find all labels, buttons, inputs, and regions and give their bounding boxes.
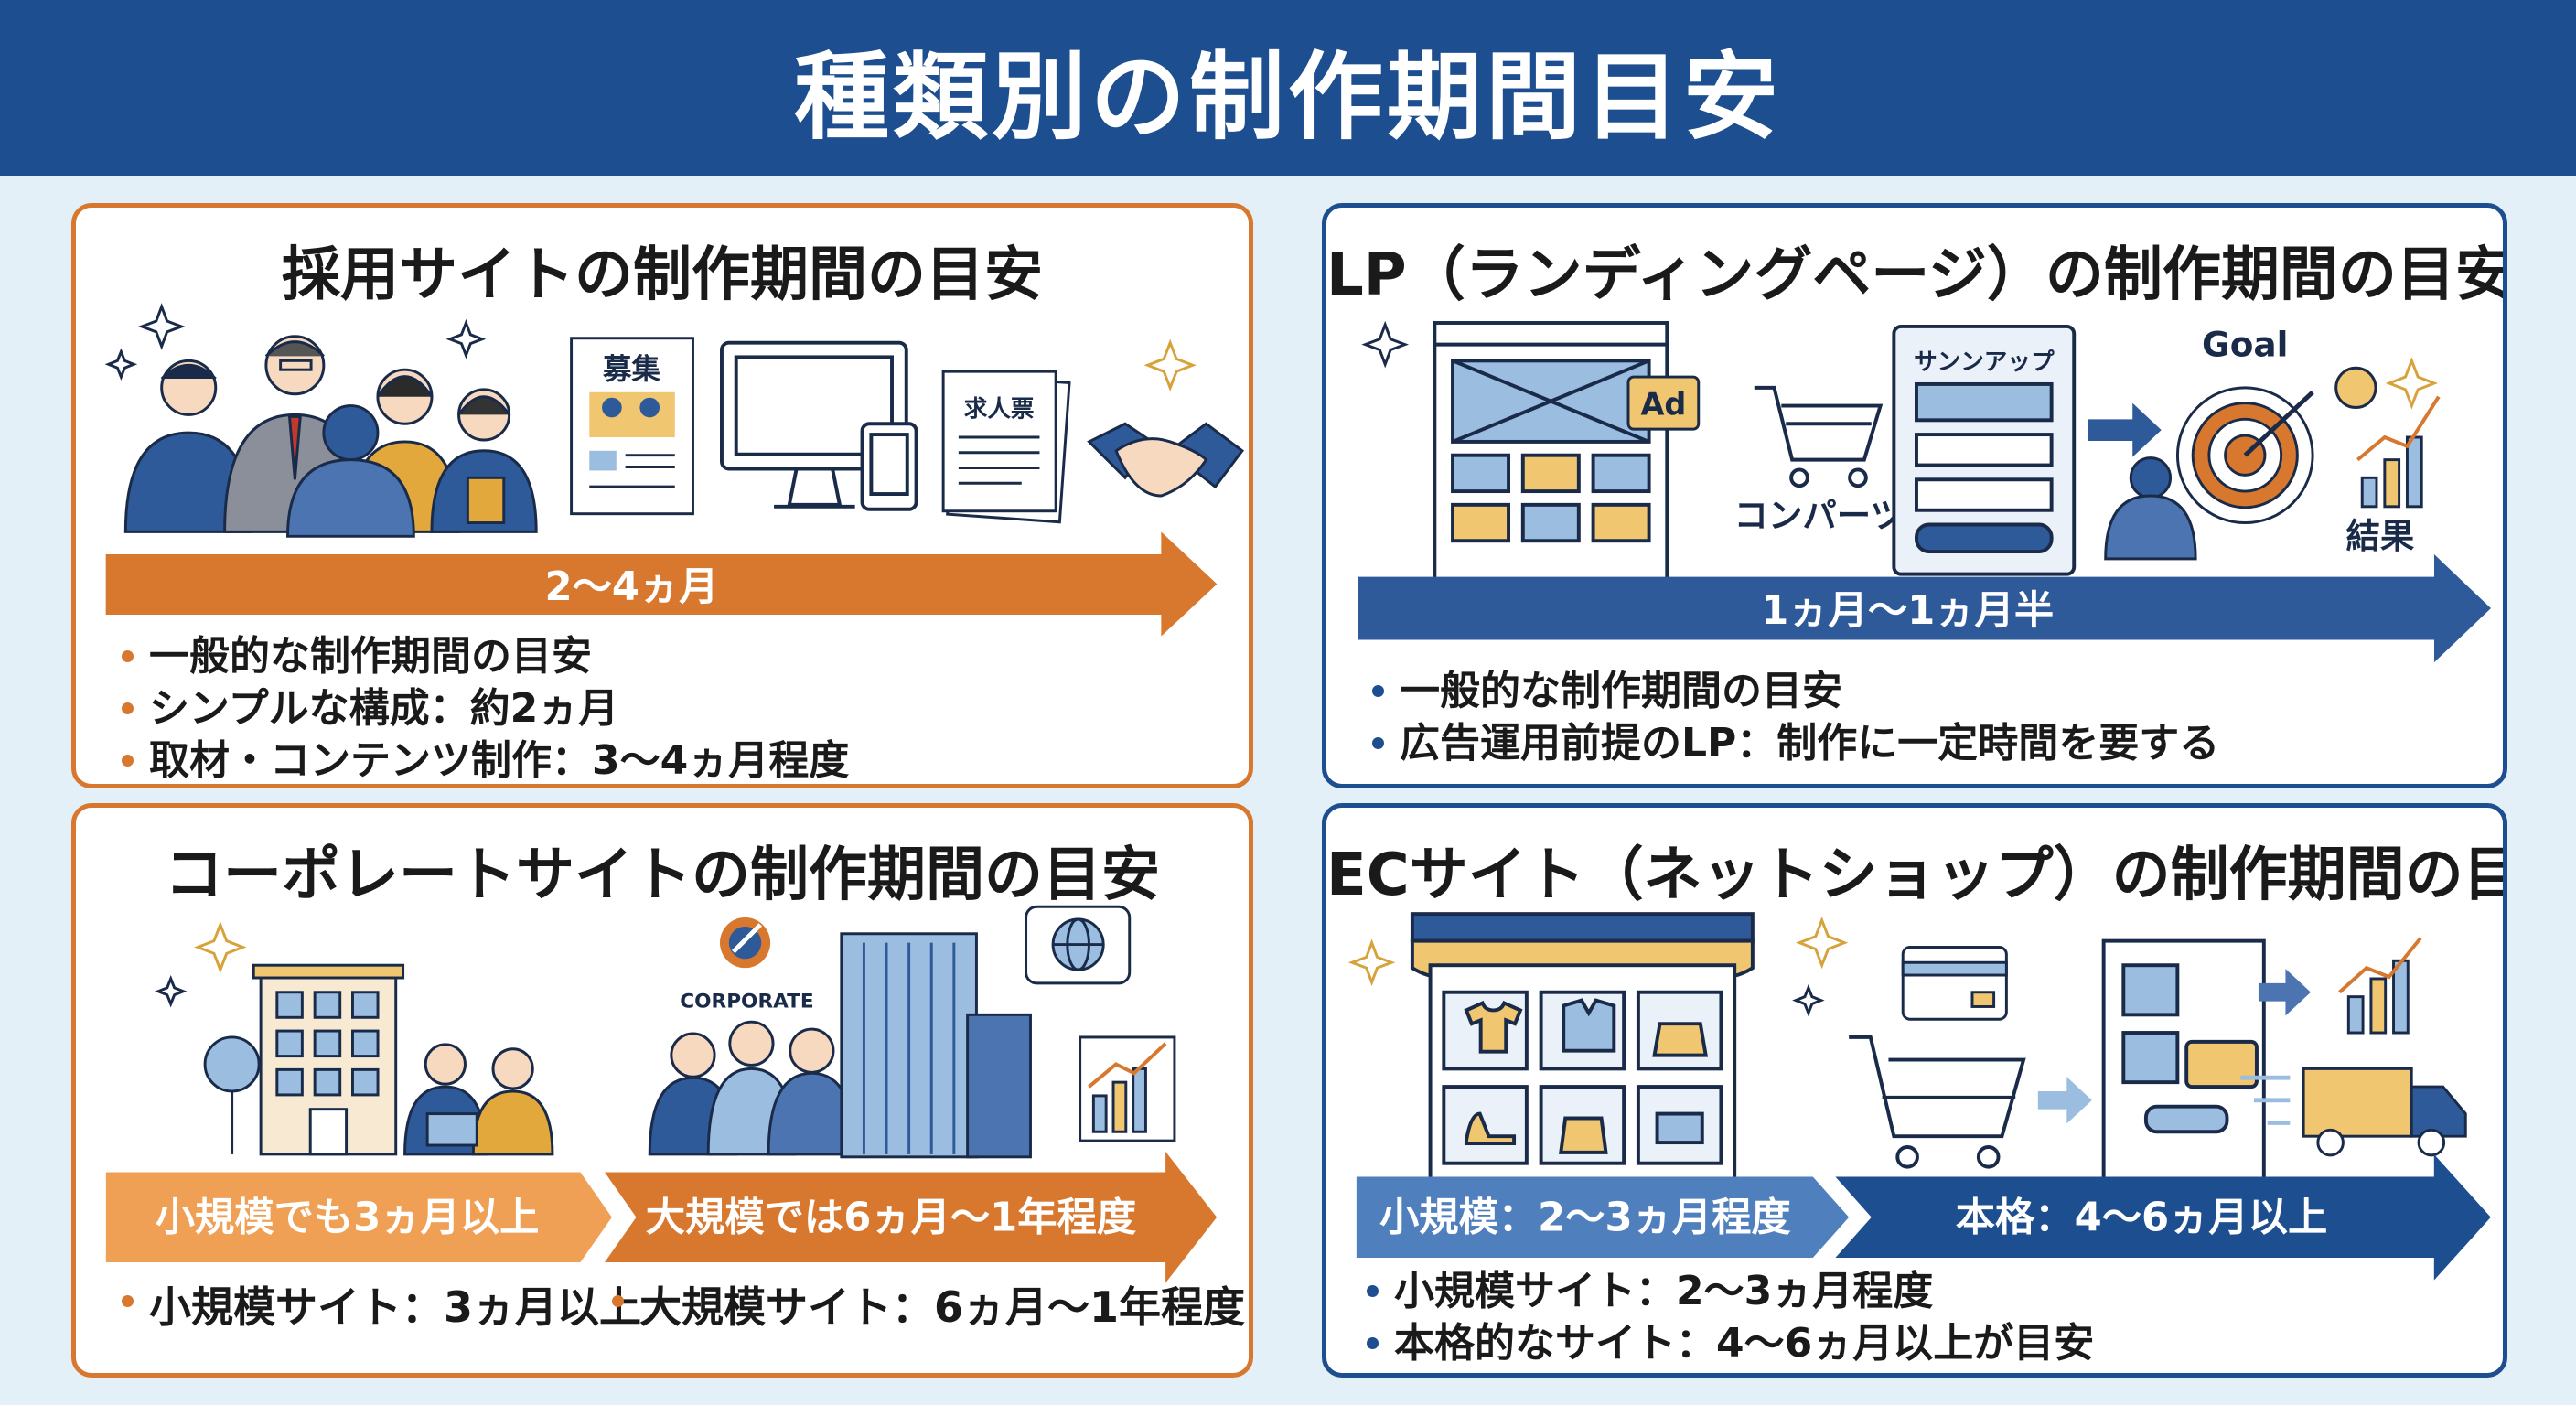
- online-shop-icon: [1410, 912, 1755, 1184]
- shopping-cart-icon: [1754, 385, 1884, 488]
- list-item: 一般的な制作期間の目安: [118, 630, 849, 682]
- list-item: 取材・コンテンツ制作：3〜4ヵ月程度: [118, 735, 849, 784]
- small-scale-arrow: [105, 1172, 612, 1262]
- result-label: 結果: [2346, 516, 2415, 556]
- tablet-icon: [860, 422, 918, 511]
- logo-text: CORPORATE: [680, 990, 813, 1013]
- small-team-icon: [403, 1043, 554, 1156]
- lp-duration: 1ヵ月〜1ヵ月半: [1761, 588, 2054, 634]
- list-item: 一般的な制作期間の目安: [1368, 665, 2219, 717]
- delivery-truck-icon: [2240, 1067, 2467, 1157]
- recruit-duration: 2〜4ヵ月: [544, 564, 718, 610]
- sparkle-icon: [194, 920, 247, 974]
- corporate-large-duration: 大規模では6ヵ月〜1年程度: [646, 1196, 1137, 1241]
- corporate-logo-icon: [719, 917, 771, 969]
- paper-label: 求人票: [964, 395, 1035, 423]
- small-scale-arrow: [1356, 1176, 1850, 1259]
- handshake-icon: [1087, 422, 1245, 498]
- full-scale-arrow: [1835, 1153, 2491, 1281]
- duration-arrow: [1358, 553, 2491, 663]
- card-corporate: コーポレートサイトの制作期間の目安 CORPORATE: [71, 803, 1253, 1378]
- ec-bullets: 小規模サイト：2〜3ヵ月程度 本格的なサイト：4〜6ヵ月以上が目安: [1363, 1265, 2094, 1369]
- large-scale-arrow: [605, 1151, 1218, 1283]
- list-item: シンプルな構成：約2ヵ月: [118, 682, 849, 735]
- corporate-small-duration: 小規模でも3ヵ月以上: [156, 1196, 540, 1241]
- small-building-icon: [203, 963, 405, 1156]
- jacket-icon: [1562, 998, 1616, 1053]
- office-tower-icon: [840, 932, 1032, 1159]
- lp-title: LP（ランディングページ）の制作期間の目安: [1326, 241, 2507, 309]
- recruit-bullets: 一般的な制作期間の目安 シンプルな構成：約2ヵ月 取材・コンテンツ制作：3〜4ヵ…: [118, 630, 849, 784]
- ec-small-duration: 小規模：2〜3ヵ月程度: [1379, 1196, 1791, 1241]
- bar-chart-icon: [1079, 1035, 1176, 1142]
- person-icon: [2104, 456, 2197, 561]
- job-listing-icon: 求人票: [941, 370, 1071, 524]
- globe-icon: [1025, 905, 1132, 985]
- list-item: 小規模サイト：2〜3ヵ月程度: [1363, 1265, 2094, 1317]
- ec-full-duration: 本格：4〜6ヵ月以上: [1956, 1196, 2327, 1241]
- laptop-icon: [1655, 1111, 1704, 1145]
- flow-arrow-icon: [2088, 402, 2162, 457]
- business-people-icon: [123, 335, 538, 538]
- ec-title: ECサイト（ネットショップ）の制作期間の目安: [1326, 842, 2507, 909]
- corporate-illustration: CORPORATE 小規模でも3ヵ月以上 大規模では6ヵ月〜1年程度: [105, 905, 1218, 1283]
- list-item: 広告運用前提のLP：制作に一定時間を要する: [1368, 717, 2219, 769]
- growth-chart-icon: [2334, 366, 2441, 509]
- landing-page-icon: [1433, 321, 1669, 586]
- credit-card-icon: [1901, 946, 2008, 1021]
- corporate-bullet-small: 小規模サイト：3ヵ月以上: [118, 1274, 641, 1335]
- signup-form-icon: [1892, 324, 2077, 576]
- sparkle-icon: [1792, 983, 1825, 1017]
- sparkle-icon: [154, 974, 188, 1008]
- bag-icon: [1559, 1116, 1608, 1154]
- corporate-title: コーポレートサイトの制作期間の目安: [165, 842, 1160, 909]
- flow-arrow-icon: [2037, 1077, 2092, 1124]
- recruit-title: 採用サイトの制作期間の目安: [282, 241, 1043, 309]
- poster-label: 募集: [602, 353, 661, 386]
- recruit-illustration: 募集 求人票 2〜4ヵ月: [104, 303, 1245, 637]
- sparkle-icon: [2385, 357, 2439, 410]
- sparkle-icon: [1795, 916, 1849, 970]
- header-bar: 種類別の制作期間目安: [0, 0, 2576, 176]
- signup-label: サンンアップ: [1914, 349, 2055, 376]
- lp-illustration: Ad コンパーツ サンンアップ Goal: [1358, 320, 2491, 663]
- ad-badge-icon: [1626, 375, 1701, 431]
- parts-label: コンパーツ: [1734, 495, 1905, 535]
- sparkle-icon: [1143, 338, 1197, 391]
- recruitment-poster-icon: 募集: [570, 337, 694, 516]
- lp-bullets: 一般的な制作期間の目安 広告運用前提のLP：制作に一定時間を要する: [1368, 665, 2219, 769]
- sparkle-icon: [445, 318, 487, 359]
- sparkle-icon: [1347, 938, 1396, 987]
- handbag-icon: [1652, 1022, 1709, 1057]
- sparkle-icon: [1361, 320, 1410, 369]
- card-recruit: 採用サイトの制作期間の目安 募集: [71, 203, 1253, 788]
- shoe-icon: [1464, 1111, 1517, 1146]
- shopping-cart-icon: [1849, 1035, 2026, 1169]
- checkout-page-icon: [2101, 938, 2266, 1186]
- flow-arrow-icon: [2258, 969, 2311, 1016]
- card-lp: LP（ランディングページ）の制作期間の目安 Ad コンパーツ: [1322, 203, 2507, 788]
- target-icon: [2175, 386, 2314, 525]
- duration-arrow: [105, 531, 1218, 637]
- shirt-icon: [1464, 1000, 1523, 1054]
- sparkle-icon: [137, 303, 186, 350]
- sparkle-icon: [104, 348, 138, 381]
- list-item: 本格的なサイト：4〜6ヵ月以上が目安: [1363, 1317, 2094, 1369]
- card-ec: ECサイト（ネットショップ）の制作期間の目安: [1322, 803, 2507, 1378]
- corporate-team-icon: [648, 1020, 857, 1156]
- ad-label: Ad: [1640, 386, 1686, 422]
- goal-label: Goal: [2202, 324, 2288, 364]
- corporate-bullet-large: 大規模サイト：6ヵ月〜1年程度: [608, 1274, 1245, 1335]
- sales-chart-icon: [2338, 937, 2422, 1035]
- ec-illustration: 小規模：2〜3ヵ月程度 本格：4〜6ヵ月以上: [1347, 912, 2491, 1281]
- page-title: 種類別の制作期間目安: [793, 40, 1782, 153]
